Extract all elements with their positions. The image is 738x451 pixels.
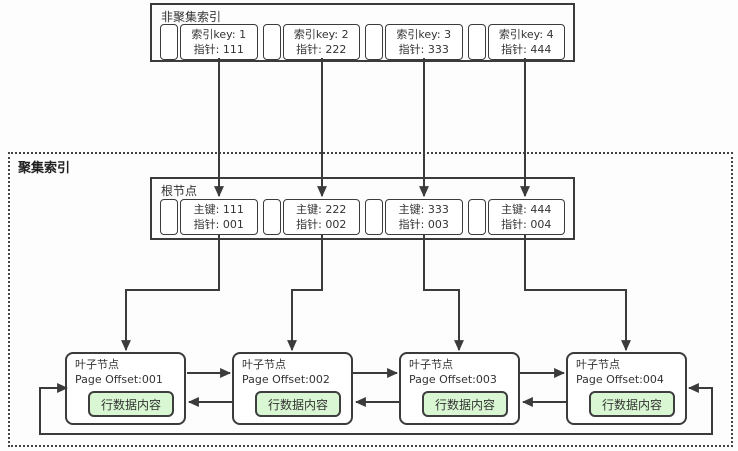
nonclustered-index-title: 非聚集索引 (161, 10, 222, 24)
root-pointer-line: 指针: 002 (296, 218, 347, 231)
leaf-page-offset: Page Offset:002 (242, 373, 330, 386)
index-key-cell: 索引key: 3 指针: 333 (385, 24, 463, 60)
leaf-node-title: 叶子节点 (242, 358, 286, 371)
root-cell-row: 主键: 111 指针: 001 主键: 222 指针: 002 主键: 333 … (160, 199, 565, 235)
leaf-node-title: 叶子节点 (576, 358, 620, 371)
empty-slot-cell (262, 199, 281, 235)
root-pointer-line: 指针: 001 (193, 218, 244, 231)
root-node-title: 根节点 (161, 184, 198, 198)
index-pointer-line: 指针: 444 (501, 43, 552, 56)
leaf-node-2: 叶子节点 Page Offset:002 行数据内容 (232, 352, 353, 425)
empty-slot-cell (160, 24, 178, 60)
index-key-line: 索引key: 2 (293, 28, 349, 41)
leaf-page-offset: Page Offset:004 (576, 373, 664, 386)
index-pointer-line: 指针: 111 (193, 43, 244, 56)
empty-slot-cell (365, 199, 383, 235)
leaf-node-1: 叶子节点 Page Offset:001 行数据内容 (65, 352, 186, 425)
row-data-button: 行数据内容 (422, 391, 508, 417)
nonclustered-index-box: 非聚集索引 索引key: 1 指针: 111 索引key: 2 指针: 222 (150, 3, 575, 62)
index-key-cell: 索引key: 2 指针: 222 (282, 24, 360, 60)
root-key-line: 主键: 444 (501, 203, 552, 216)
nonclustered-cell-row: 索引key: 1 指针: 111 索引key: 2 指针: 222 索引key:… (160, 24, 565, 60)
root-cell-pair: 主键: 444 指针: 004 (467, 199, 565, 235)
empty-slot-cell (365, 24, 383, 60)
root-key-line: 主键: 111 (193, 203, 244, 216)
index-cell-pair: 索引key: 2 指针: 222 (262, 24, 360, 60)
leaf-node-title: 叶子节点 (409, 358, 453, 371)
empty-slot-cell (467, 24, 486, 60)
index-cell-pair: 索引key: 1 指针: 111 (160, 24, 258, 60)
leaf-page-offset: Page Offset:003 (409, 373, 497, 386)
root-key-cell: 主键: 444 指针: 004 (487, 199, 565, 235)
index-cell-pair: 索引key: 3 指针: 333 (365, 24, 463, 60)
root-cell-pair: 主键: 222 指针: 002 (262, 199, 360, 235)
leaf-node-title: 叶子节点 (75, 358, 119, 371)
row-data-button: 行数据内容 (255, 391, 341, 417)
index-key-line: 索引key: 4 (498, 28, 554, 41)
index-key-line: 索引key: 3 (396, 28, 452, 41)
clustered-index-label: 聚集索引 (18, 161, 71, 176)
root-node-box: 根节点 主键: 111 指针: 001 主键: 222 指针: 002 主键 (150, 177, 575, 240)
root-key-cell: 主键: 111 指针: 001 (180, 199, 258, 235)
empty-slot-cell (160, 199, 178, 235)
root-key-cell: 主键: 222 指针: 002 (282, 199, 360, 235)
index-pointer-line: 指针: 222 (296, 43, 347, 56)
index-key-line: 索引key: 1 (191, 28, 247, 41)
index-pointer-line: 指针: 333 (398, 43, 449, 56)
root-key-line: 主键: 222 (296, 203, 347, 216)
row-data-button: 行数据内容 (88, 391, 174, 417)
index-key-cell: 索引key: 1 指针: 111 (180, 24, 258, 60)
root-cell-pair: 主键: 333 指针: 003 (365, 199, 463, 235)
root-pointer-line: 指针: 004 (501, 218, 552, 231)
row-data-button: 行数据内容 (589, 391, 675, 417)
leaf-node-4: 叶子节点 Page Offset:004 行数据内容 (566, 352, 687, 425)
leaf-node-3: 叶子节点 Page Offset:003 行数据内容 (399, 352, 520, 425)
clustered-index-container: 聚集索引 (8, 152, 733, 447)
index-key-cell: 索引key: 4 指针: 444 (487, 24, 565, 60)
empty-slot-cell (467, 199, 486, 235)
root-key-line: 主键: 333 (398, 203, 449, 216)
index-cell-pair: 索引key: 4 指针: 444 (467, 24, 565, 60)
root-pointer-line: 指针: 003 (398, 218, 449, 231)
root-cell-pair: 主键: 111 指针: 001 (160, 199, 258, 235)
leaf-page-offset: Page Offset:001 (75, 373, 163, 386)
root-key-cell: 主键: 333 指针: 003 (385, 199, 463, 235)
empty-slot-cell (262, 24, 281, 60)
